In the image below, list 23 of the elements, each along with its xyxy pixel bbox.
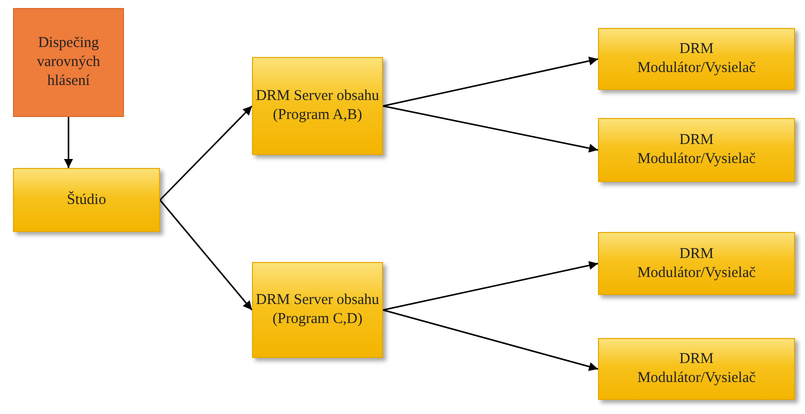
process-box xyxy=(13,168,160,232)
node-label: DRM Modulátor/Vysielač xyxy=(636,244,757,282)
process-box xyxy=(598,118,795,182)
arrow xyxy=(382,105,598,153)
process-box xyxy=(598,338,795,400)
source-box xyxy=(13,8,124,117)
node-label: DRM Modulátor/Vysielač xyxy=(636,131,757,169)
node-label: DRM Server obsahu (Program A,B) xyxy=(254,87,380,125)
arrow xyxy=(159,200,253,310)
node-label: DRM Modulátor/Vysielač xyxy=(636,350,757,388)
arrow xyxy=(382,56,598,107)
arrow xyxy=(382,261,598,311)
process-box xyxy=(252,262,383,358)
process-box xyxy=(598,28,795,90)
arrow xyxy=(382,309,598,371)
arrow xyxy=(159,105,253,201)
node-label: DRM Modulátor/Vysielač xyxy=(636,40,757,78)
node-label: Dispečing varovných hlásení xyxy=(36,34,102,91)
process-box xyxy=(252,57,383,155)
node-label: Štúdio xyxy=(66,190,106,210)
process-box xyxy=(598,232,795,295)
arrow xyxy=(64,117,73,168)
node-label: DRM Server obsahu (Program C,D) xyxy=(254,291,380,329)
